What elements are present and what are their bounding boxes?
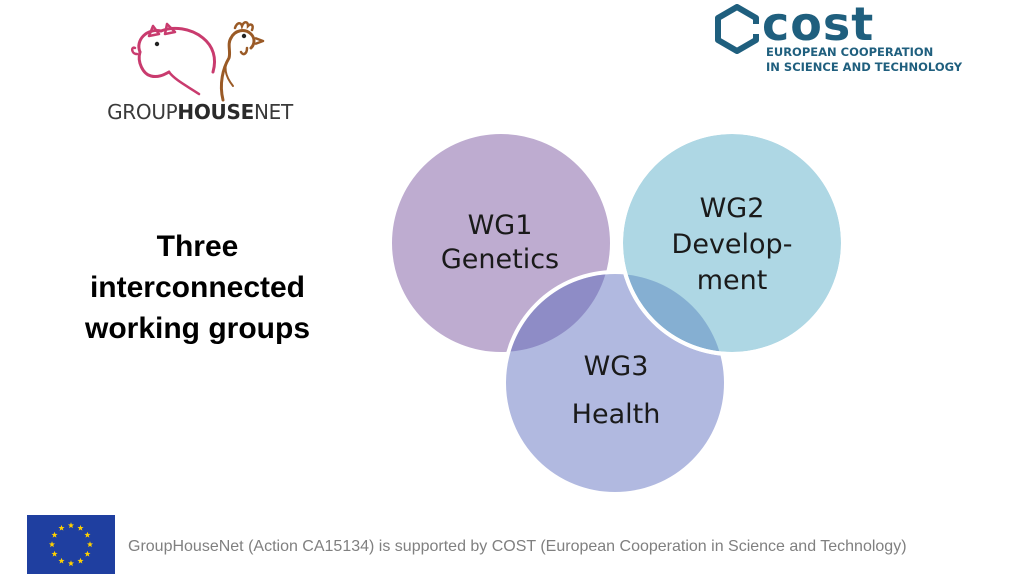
wg3-subtitle: Health	[571, 399, 661, 430]
wg2-label: WG2 Develop- ment	[642, 191, 822, 299]
eu-star-icon	[48, 541, 56, 548]
eu-flag-icon	[27, 515, 115, 574]
cost-tagline-2: IN SCIENCE AND TECHNOLOGY	[766, 60, 963, 74]
cost-tagline-1: EUROPEAN COOPERATION	[766, 45, 934, 59]
eu-star-icon	[67, 522, 75, 529]
eu-star-icon	[51, 531, 58, 538]
heading-line-3: working groups	[85, 312, 310, 345]
eu-star-icon	[67, 560, 75, 567]
footer-support-text: GroupHouseNet (Action CA15134) is suppor…	[128, 538, 907, 555]
wg3-title: WG3	[583, 351, 649, 382]
wg2-subtitle-line-2: ment	[696, 265, 768, 296]
wordmark-group: GROUP	[107, 100, 178, 124]
cost-wordmark: cost	[762, 0, 875, 51]
eu-star-icon	[77, 524, 84, 531]
eu-star-icon	[58, 557, 65, 564]
heading-line-1: Three	[156, 230, 239, 263]
cost-hexagon-icon	[715, 4, 762, 54]
wg1-wg3-overlap	[506, 274, 610, 352]
eu-star-icon	[84, 531, 91, 538]
grouphousenet-logo: GROUPHOUSENET	[95, 14, 305, 126]
eu-star-icon	[86, 541, 94, 548]
pig-and-hen-icon	[131, 21, 265, 102]
wg2-subtitle-line-1: Develop-	[671, 229, 793, 260]
wg1-title: WG1	[467, 210, 533, 241]
wg2-title: WG2	[699, 193, 765, 224]
wg2-wg3-overlap	[623, 274, 724, 352]
eu-star-icon	[51, 550, 58, 557]
slide-heading: Three interconnected working groups	[40, 226, 355, 349]
wordmark-house: HOUSE	[177, 100, 254, 124]
grouphousenet-wordmark: GROUPHOUSENET	[95, 100, 305, 124]
eu-star-icon	[84, 550, 91, 557]
wg1-subtitle: Genetics	[440, 244, 560, 275]
wg3-label: WG3 Health	[536, 343, 696, 439]
eu-star-icon	[77, 557, 84, 564]
heading-line-2: interconnected	[89, 271, 306, 304]
eu-star-icon	[58, 524, 65, 531]
wordmark-net: NET	[253, 100, 293, 124]
working-groups-venn: WG1 Genetics WG2 Develop- ment WG3 Healt…	[380, 125, 850, 505]
cost-logo: cost EUROPEAN COOPERATION IN SCIENCE AND…	[710, 0, 970, 78]
wg1-label: WG1 Genetics	[420, 209, 580, 277]
